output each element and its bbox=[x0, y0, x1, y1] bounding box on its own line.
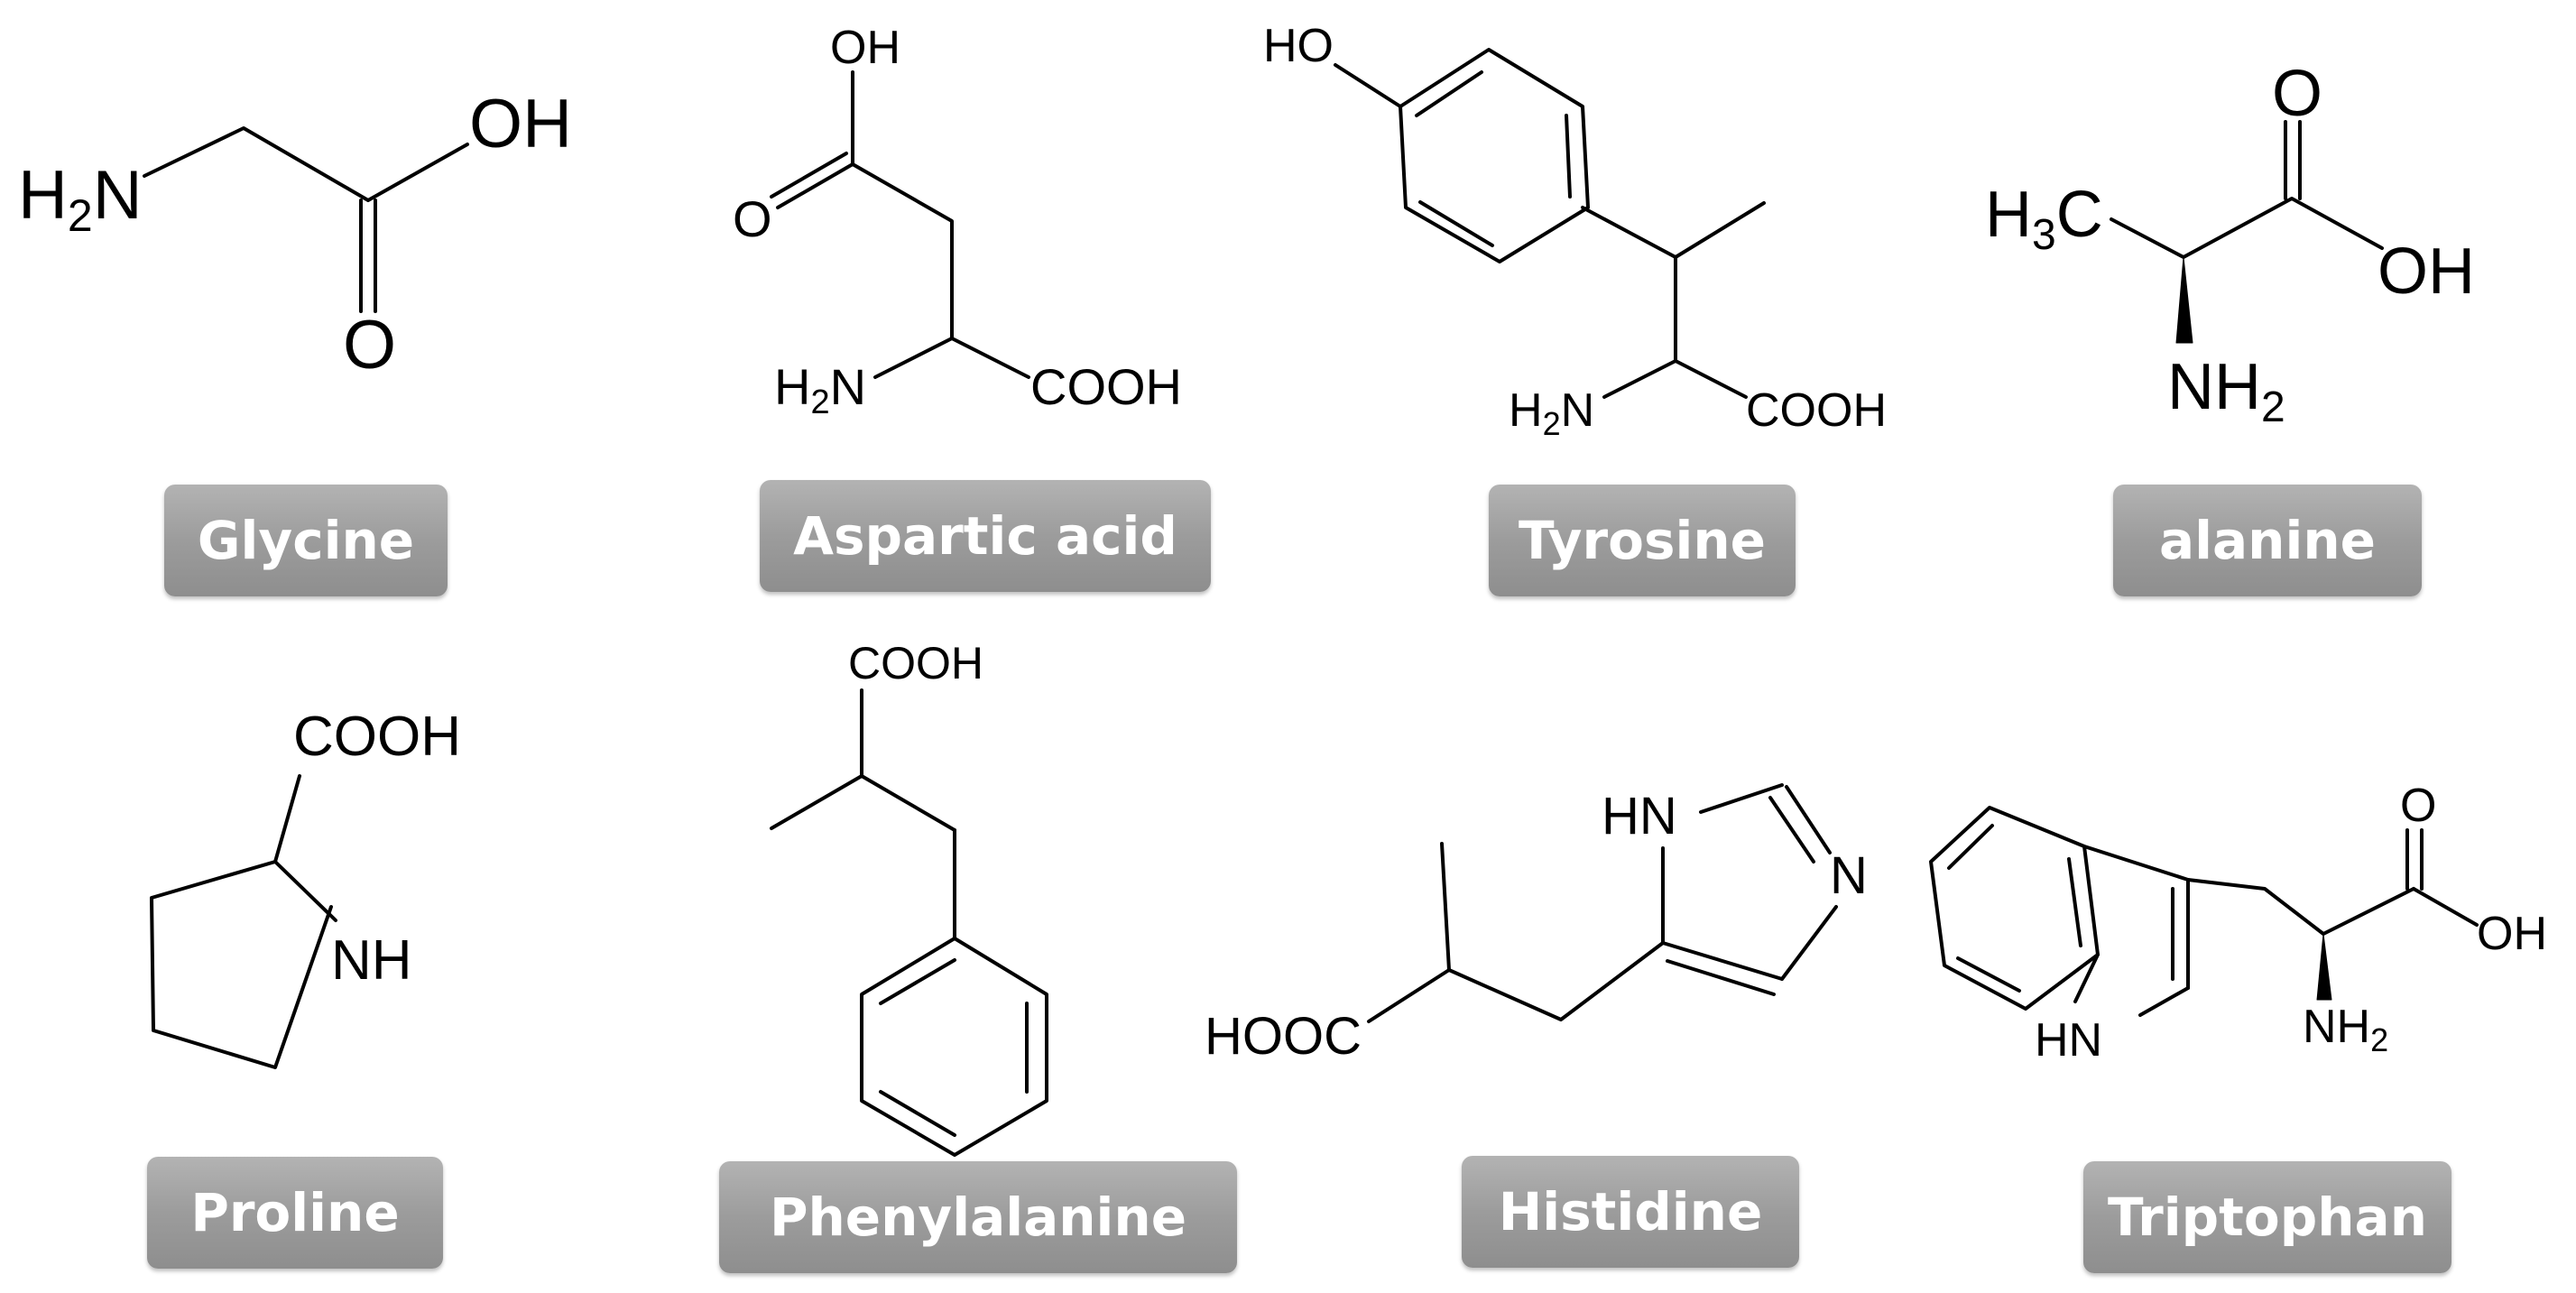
tyrosine-structure: HO H2N COOH bbox=[1263, 20, 1887, 442]
triptophan-label: Triptophan bbox=[2083, 1161, 2451, 1273]
proline-nh-atom: NH bbox=[331, 929, 412, 992]
histidine-structure: HN N HOOC bbox=[1205, 783, 1868, 1066]
proline-label: Proline bbox=[147, 1157, 443, 1269]
histidine-hooc-atom: HOOC bbox=[1205, 1007, 1362, 1066]
proline-structure: COOH NH bbox=[150, 706, 461, 1069]
alanine-structure: H3C O OH NH2 bbox=[1985, 58, 2475, 431]
phenylalanine-label: Phenylalanine bbox=[719, 1161, 1237, 1273]
glycine-structure: H2N OH O bbox=[18, 86, 572, 383]
glycine-label: Glycine bbox=[164, 485, 448, 596]
aspartic-acid-label: Aspartic acid bbox=[760, 480, 1211, 592]
tyrosine-nh2-atom: H2N bbox=[1509, 384, 1594, 442]
tryptophan-structure: O OH HN NH2 bbox=[1929, 780, 2547, 1067]
tyrosine-label: Tyrosine bbox=[1489, 485, 1796, 596]
tryptophan-o-atom: O bbox=[2400, 780, 2436, 832]
proline-cooh-atom: COOH bbox=[293, 706, 461, 768]
aspartic-o-atom: O bbox=[733, 190, 772, 247]
aspartic-nh2-atom: H2N bbox=[774, 358, 866, 421]
alanine-nh2-atom: NH2 bbox=[2167, 351, 2285, 431]
tyrosine-cooh-atom: COOH bbox=[1746, 384, 1887, 437]
glycine-o-atom: O bbox=[343, 307, 396, 383]
alanine-o-atom: O bbox=[2272, 58, 2322, 130]
tryptophan-hn-atom: HN bbox=[2035, 1014, 2102, 1067]
histidine-hn-atom: HN bbox=[1602, 787, 1677, 845]
aspartic-oh-atom: OH bbox=[830, 22, 900, 74]
histidine-n-atom: N bbox=[1830, 846, 1868, 905]
tyrosine-ho-atom: HO bbox=[1263, 20, 1334, 72]
glycine-oh-atom: OH bbox=[469, 86, 572, 162]
histidine-label: Histidine bbox=[1462, 1156, 1799, 1268]
alanine-ch3-atom: H3C bbox=[1985, 179, 2103, 259]
aspartic-cooh-atom: COOH bbox=[1030, 358, 1182, 415]
phenylalanine-structure: COOH bbox=[770, 638, 1048, 1157]
phenylalanine-cooh-atom: COOH bbox=[848, 638, 983, 688]
tryptophan-nh2-atom: NH2 bbox=[2303, 1001, 2388, 1058]
tryptophan-oh-atom: OH bbox=[2477, 908, 2547, 960]
aspartic-acid-structure: OH O H2N COOH bbox=[733, 22, 1182, 421]
glycine-nh2-atom: H2N bbox=[18, 157, 143, 241]
alanine-oh-atom: OH bbox=[2377, 236, 2475, 308]
alanine-label: alanine bbox=[2113, 485, 2422, 596]
